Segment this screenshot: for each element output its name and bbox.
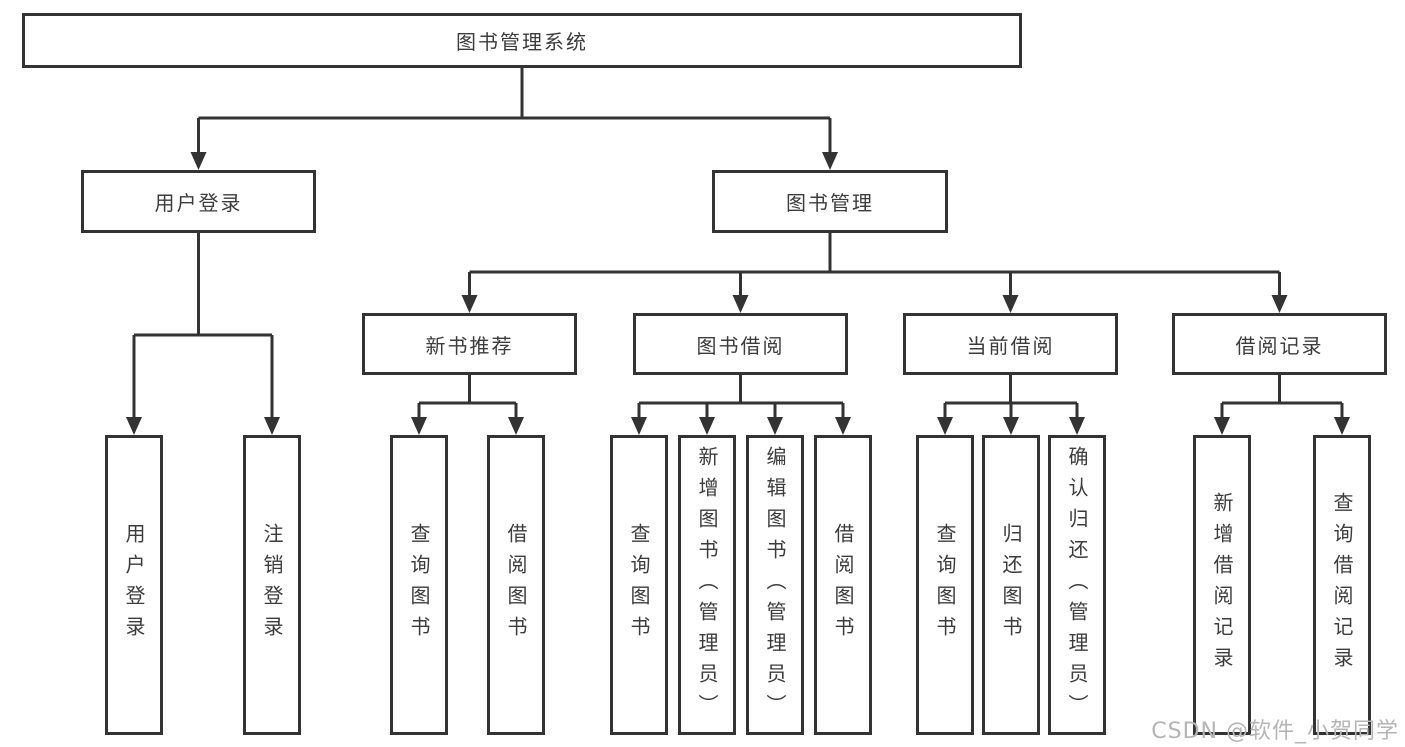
arrowhead-icon xyxy=(1271,295,1288,313)
arrowhead-icon xyxy=(508,417,524,435)
node-user-login: 用户登录 xyxy=(81,170,316,233)
arrowhead-icon xyxy=(767,417,783,435)
arrowhead-icon xyxy=(631,417,647,435)
node-current-borrow: 当前借阅 xyxy=(903,313,1118,375)
node-leaf-cb-query: 查询图书 xyxy=(916,435,974,735)
node-root: 图书管理系统 xyxy=(22,13,1022,68)
arrowhead-icon xyxy=(1334,417,1350,435)
node-borrow-record: 借阅记录 xyxy=(1172,313,1387,375)
node-leaf-br-query: 查询借阅记录 xyxy=(1313,435,1371,735)
node-leaf-nbr-query: 查询图书 xyxy=(390,435,448,735)
arrowhead-icon xyxy=(190,152,207,170)
node-leaf-br-add: 新增借阅记录 xyxy=(1193,435,1251,735)
node-leaf-bb-add: 新增图书（管理员） xyxy=(678,435,736,735)
node-leaf-logout: 注销登录 xyxy=(243,435,301,735)
node-leaf-nbr-borrow: 借阅图书 xyxy=(487,435,545,735)
node-book-mgmt: 图书管理 xyxy=(712,170,948,233)
node-leaf-cb-confirm: 确认归还（管理员） xyxy=(1048,435,1106,735)
arrowhead-icon xyxy=(732,295,749,313)
arrowhead-icon xyxy=(411,417,427,435)
csdn-watermark: CSDN @软件_小贺同学 xyxy=(1151,719,1399,744)
arrowhead-icon xyxy=(1069,417,1085,435)
arrowhead-icon xyxy=(1002,295,1019,313)
arrowhead-icon xyxy=(822,152,838,170)
arrowhead-icon xyxy=(699,417,715,435)
arrowhead-icon xyxy=(1214,417,1230,435)
node-leaf-bb-borrow: 借阅图书 xyxy=(814,435,872,735)
node-leaf-cb-return: 归还图书 xyxy=(982,435,1040,735)
arrowhead-icon xyxy=(1003,417,1019,435)
node-leaf-bb-query: 查询图书 xyxy=(610,435,668,735)
arrowhead-icon xyxy=(835,417,851,435)
arrowhead-icon xyxy=(461,295,478,313)
arrowhead-icon xyxy=(264,417,280,435)
node-leaf-user-login: 用户登录 xyxy=(105,435,163,735)
node-new-book-rec: 新书推荐 xyxy=(362,313,577,375)
arrowhead-icon xyxy=(126,417,142,435)
node-leaf-bb-edit: 编辑图书（管理员） xyxy=(746,435,804,735)
arrowhead-icon xyxy=(937,417,953,435)
node-book-borrow: 图书借阅 xyxy=(633,313,848,375)
